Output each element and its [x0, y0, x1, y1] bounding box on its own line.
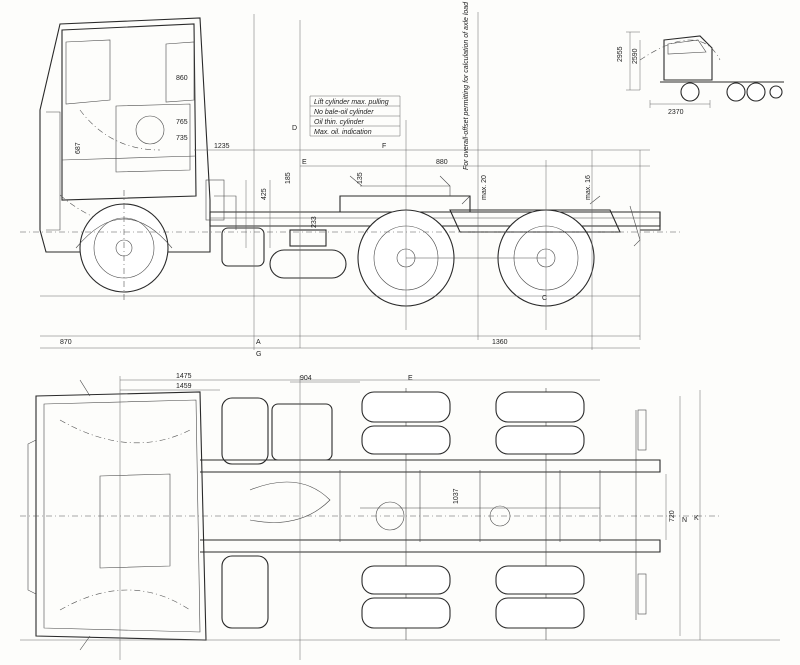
- letter-k: K: [694, 515, 699, 522]
- letter-n: N: [682, 517, 687, 524]
- dim-1235: 1235: [214, 143, 230, 150]
- dim-1475: 1475: [176, 373, 192, 380]
- dim-904: 904: [300, 375, 312, 382]
- side-view: Lift cylinder max. pulling No bale-oil c…: [20, 1, 680, 358]
- dim-bottom-right: 1360: [492, 339, 508, 346]
- legend-line-3: Oil thin. cylinder: [314, 119, 364, 126]
- letter-e: E: [302, 159, 307, 166]
- legend-line-4: Max. oil. indication: [314, 129, 372, 136]
- dim-max-20: max. 20: [481, 175, 488, 200]
- dim-765: 765: [176, 119, 188, 126]
- letter-e-top: E: [408, 375, 413, 382]
- vertical-note: For overall-offset permitting for calcul…: [463, 1, 470, 170]
- inset-dim-2955: 2955: [617, 46, 624, 62]
- dim-1037: 1037: [453, 488, 460, 504]
- dim-bottom-g: G: [256, 351, 261, 358]
- dim-425: 425: [261, 188, 268, 200]
- dim-max-16: max. 16: [585, 175, 592, 200]
- dim-233: 233: [311, 216, 318, 228]
- letter-c: C: [542, 295, 547, 302]
- letter-d: D: [292, 125, 297, 132]
- inset-dim-2370: 2370: [668, 109, 684, 116]
- dim-735: 735: [176, 135, 188, 142]
- inset-dim-2590: 2590: [632, 48, 639, 64]
- letter-f: F: [382, 143, 386, 150]
- dim-135: 135: [357, 172, 364, 184]
- dim-880: 880: [436, 159, 448, 166]
- dim-bottom-a: A: [256, 339, 261, 346]
- top-view: 1475 1459 904 720 1037 E K N: [20, 373, 780, 660]
- dim-bottom-left: 870: [60, 339, 72, 346]
- dim-1459: 1459: [176, 383, 192, 390]
- dim-720: 720: [669, 510, 676, 522]
- inset-view: 2955 2590 2370: [617, 31, 784, 116]
- legend-line-2: No bale-oil cylinder: [314, 109, 374, 116]
- dim-185: 185: [285, 172, 292, 184]
- legend-line-1: Lift cylinder max. pulling: [314, 99, 389, 106]
- dim-860: 860: [176, 75, 188, 82]
- dim-687: 687: [75, 142, 82, 154]
